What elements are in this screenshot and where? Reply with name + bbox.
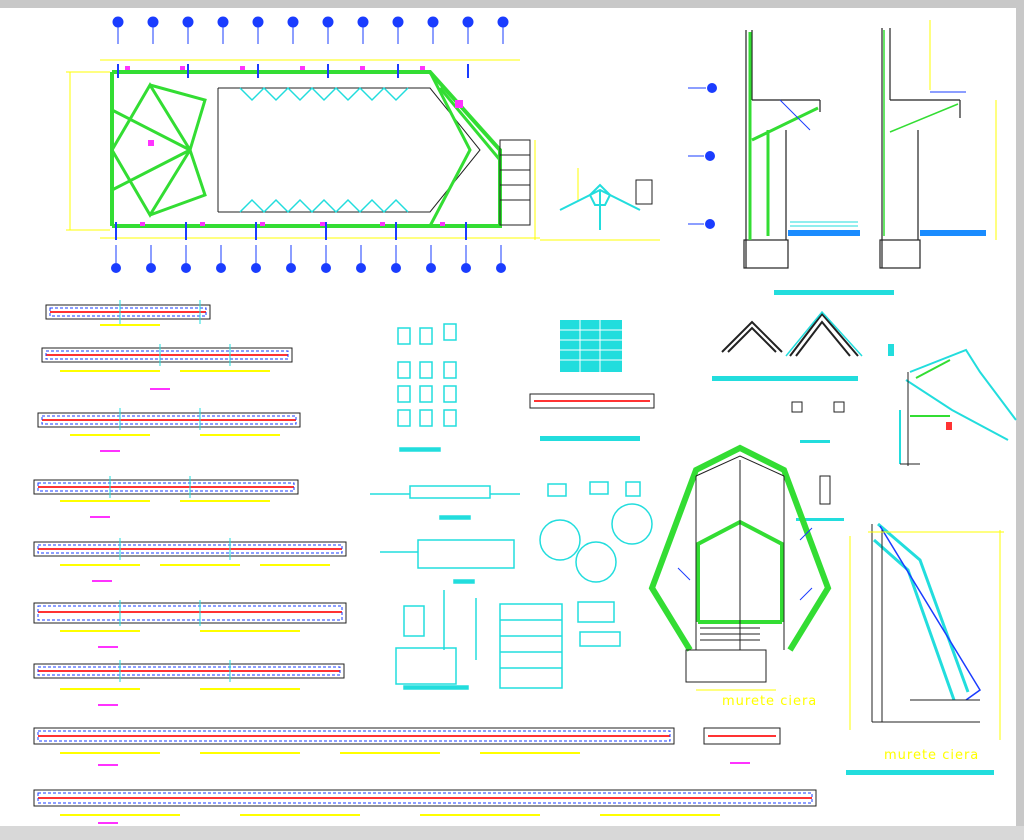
node-detail-y xyxy=(540,168,660,241)
elevation-note-right: murete ciera xyxy=(884,748,980,763)
grid-bubbles-bottom xyxy=(111,263,506,273)
footing-details xyxy=(370,485,563,690)
connection-circles xyxy=(539,481,653,647)
elevation-note-left: murete ciera xyxy=(722,694,818,709)
beam-details xyxy=(33,300,817,824)
floor-plan xyxy=(66,16,540,273)
gable-details xyxy=(712,310,863,521)
column-sections-grid xyxy=(397,323,457,452)
viewport-frame-bottom xyxy=(0,826,1024,840)
viewport-frame-right xyxy=(1016,0,1024,840)
section-detail-b xyxy=(879,20,997,269)
section-detail-a xyxy=(688,30,860,269)
stair-section xyxy=(888,344,1017,466)
arch-elevation xyxy=(648,444,832,691)
viewport-frame-top xyxy=(0,0,1024,8)
wall-section xyxy=(846,522,1004,775)
schedule-table xyxy=(529,320,655,441)
section-title-bar-a xyxy=(774,290,894,295)
grid-bubbles-top xyxy=(112,16,509,28)
